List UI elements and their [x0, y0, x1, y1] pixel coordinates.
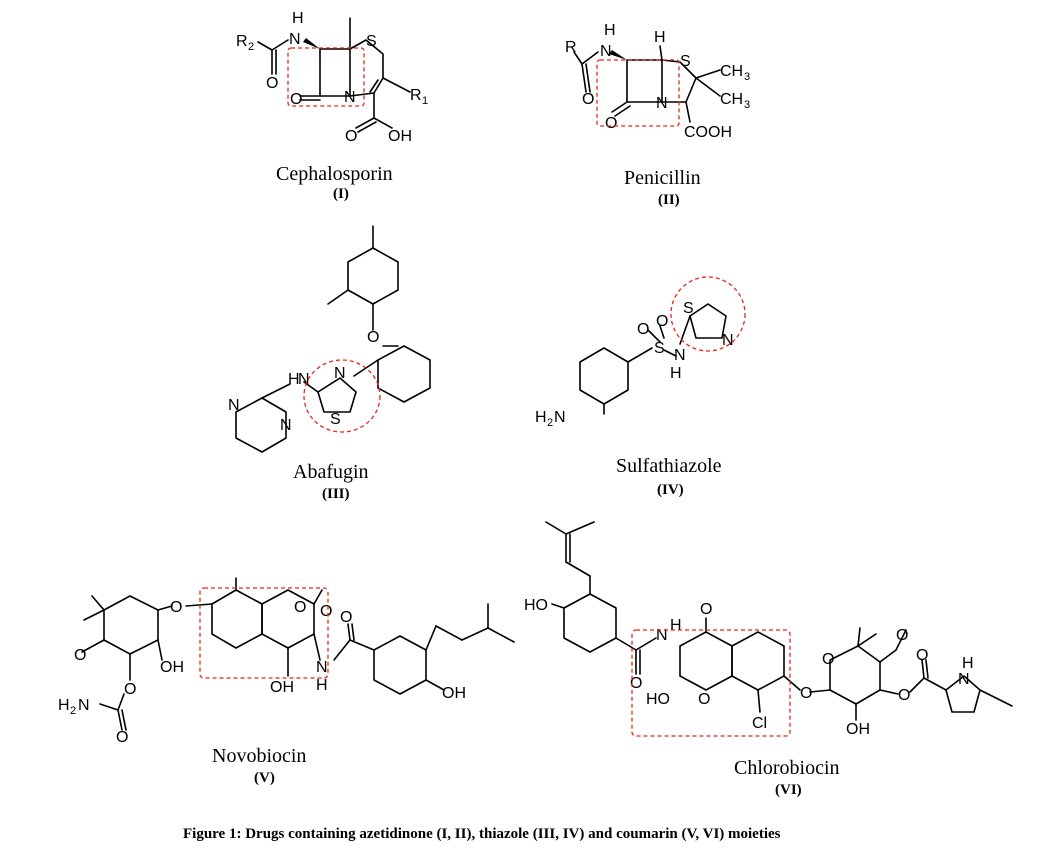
atom-h: H — [604, 22, 616, 39]
thiazole-highlight — [303, 359, 381, 433]
structure-chlorobiocin: HO O N H O HO O Cl O O O OH O O H N Chlo… — [524, 521, 1013, 798]
compound-name: Chlorobiocin — [734, 757, 840, 779]
structure-abafugin: O N S H N N N Abafugin (III) — [228, 225, 431, 502]
atom-oh: OH — [160, 659, 184, 676]
atom-o: O — [698, 691, 710, 708]
atom-h: H — [316, 677, 328, 694]
atom-s: S — [683, 300, 694, 317]
atom-o: O — [630, 675, 642, 692]
atom-oh: OH — [846, 721, 870, 738]
compound-name: Cephalosporin — [276, 163, 393, 185]
atom-s: S — [654, 340, 665, 357]
structure-cephalosporin: H N R 2 O S N O R 1 O OH Cephalosporin (… — [236, 10, 428, 202]
atom-h: H — [292, 10, 304, 27]
atom-h: H — [670, 617, 682, 634]
atom-cooh: COOH — [684, 124, 732, 141]
atom-n: N — [722, 332, 734, 349]
atom-r: R — [565, 39, 577, 56]
atom-nh: N — [958, 671, 970, 688]
atom-sub-3: 3 — [744, 71, 750, 83]
atom-n: N — [78, 697, 90, 714]
atom-n: N — [334, 365, 346, 382]
atom-o: O — [124, 681, 136, 698]
atom-sub-1: 1 — [422, 95, 428, 107]
figure-caption: Figure 1: Drugs containing azetidinone (… — [183, 826, 781, 842]
atom-n: N — [228, 397, 240, 414]
atom-ho: HO — [646, 691, 670, 708]
atom-s: S — [680, 53, 691, 70]
atom-h2n: H — [58, 697, 70, 714]
atom-oh: OH — [442, 685, 466, 702]
compound-name: Sulfathiazole — [616, 455, 722, 477]
atom-s: S — [330, 411, 341, 428]
coumarin-highlight — [199, 587, 329, 679]
atom-o: O — [367, 329, 379, 346]
structure-novobiocin: O O OH O H 2 N O O O OH N H O OH Novobio… — [58, 577, 515, 786]
compound-name: Abafugin — [293, 461, 369, 483]
atom-h: H — [288, 371, 300, 388]
atom-n: N — [344, 89, 356, 106]
atom-o: O — [916, 647, 928, 664]
atom-cl: Cl — [752, 715, 767, 732]
atom-r2: R — [236, 33, 248, 50]
atom-h: H — [670, 365, 682, 382]
atom-o: O — [116, 729, 128, 746]
atom-nh: N — [674, 347, 686, 364]
compound-numeral: (II) — [658, 192, 680, 208]
atom-n: N — [280, 417, 292, 434]
atom-o: O — [74, 647, 86, 664]
atom-nh: N — [316, 659, 328, 676]
azetidinone-highlight — [596, 59, 680, 127]
atom-h: H — [962, 655, 974, 672]
atom-oh: OH — [388, 128, 412, 145]
atom-ho: HO — [524, 597, 548, 614]
atom-o: O — [340, 609, 352, 626]
atom-ch3: CH — [720, 91, 743, 108]
thiazole-highlight — [670, 276, 746, 352]
atom-o: O — [290, 91, 302, 108]
compound-numeral: (VI) — [775, 782, 802, 798]
atom-o: O — [605, 115, 617, 132]
atom-o: O — [320, 603, 332, 620]
atom-o: O — [266, 75, 278, 92]
compound-numeral: (V) — [254, 770, 275, 786]
compound-numeral: (IV) — [657, 482, 684, 498]
coumarin-highlight — [631, 629, 791, 737]
atom-o: O — [294, 599, 306, 616]
atom-o: O — [896, 627, 908, 644]
atom-h2n: H — [535, 409, 547, 426]
atom-n: N — [656, 95, 668, 112]
azetidinone-highlight — [287, 47, 365, 107]
atom-o: O — [800, 685, 812, 702]
atom-o: O — [345, 128, 357, 145]
atom-o: O — [637, 321, 649, 338]
atom-sub-3: 3 — [744, 99, 750, 111]
atom-sub-2: 2 — [248, 41, 254, 53]
atom-n: N — [600, 43, 612, 60]
atom-sub-h2: 2 — [70, 705, 76, 717]
atom-o: O — [582, 91, 594, 108]
atom-o: O — [656, 313, 668, 330]
compound-numeral: (III) — [322, 486, 350, 502]
compound-numeral: (I) — [333, 186, 349, 202]
atom-nh: N — [656, 627, 668, 644]
atom-nh: N — [298, 371, 310, 388]
structure-penicillin: H N H R O S N O CH 3 CH 3 COOH Penicilli… — [565, 22, 750, 208]
atom-oh: OH — [270, 679, 294, 696]
atom-o: O — [822, 651, 834, 668]
atom-o: O — [700, 601, 712, 618]
atom-n: N — [289, 31, 301, 48]
atom-o: O — [898, 687, 910, 704]
atom-ch3: CH — [720, 63, 743, 80]
structure-sulfathiazole: O O S N H S N H 2 N Sulfathiazole (IV) — [535, 276, 746, 498]
atom-h: H — [654, 29, 666, 46]
atom-o: O — [170, 599, 182, 616]
atom-s: S — [366, 33, 377, 50]
atom-r1: R — [410, 87, 422, 104]
atom-n: N — [554, 409, 566, 426]
atom-sub-h2: 2 — [547, 417, 553, 429]
compound-name: Novobiocin — [212, 745, 306, 767]
compound-name: Penicillin — [624, 167, 701, 189]
